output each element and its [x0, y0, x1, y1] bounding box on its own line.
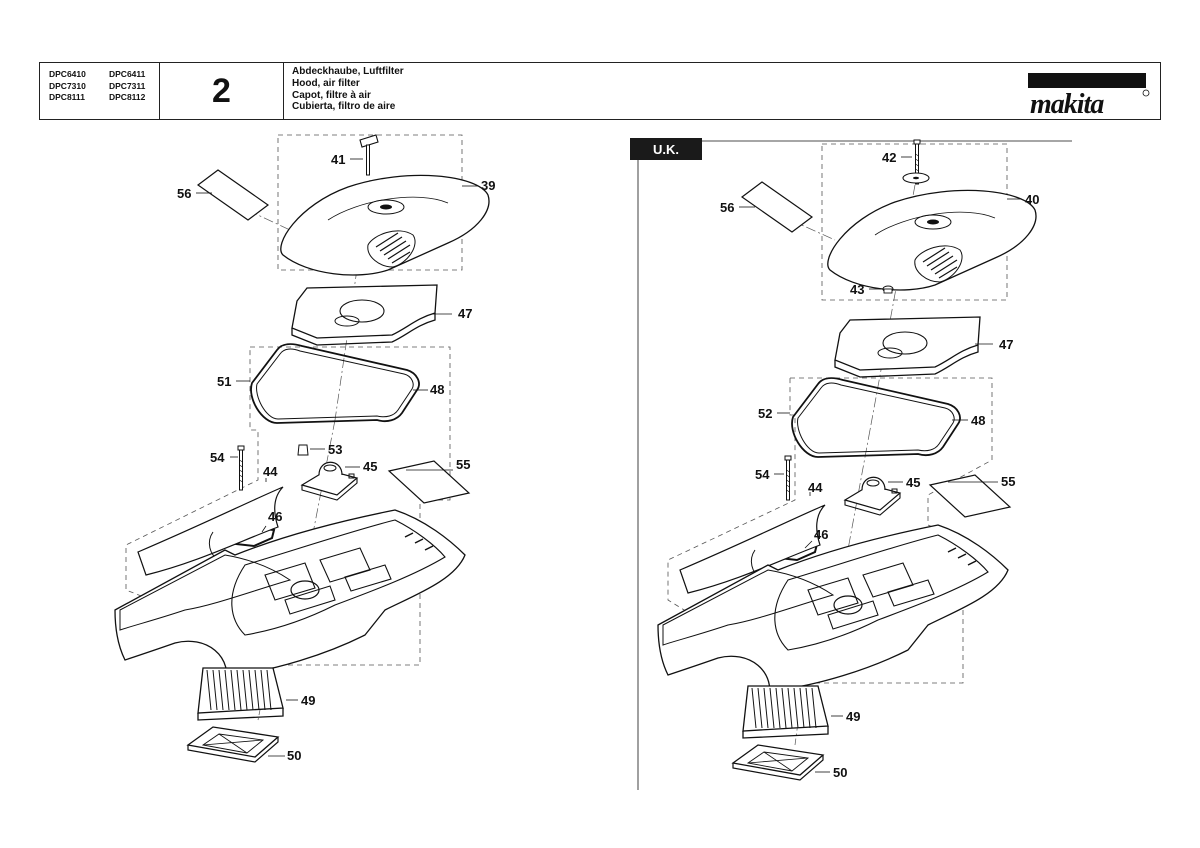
title-english: Hood, air filter: [292, 77, 360, 89]
mount-plate: [844, 476, 901, 516]
leader-lines: [739, 156, 1022, 773]
title-french: Capot, filtre à air: [292, 89, 371, 101]
section-titles: Abdeckhaube, Luftfilter Hood, air filter…: [284, 63, 1016, 119]
callout-label: 40: [1025, 192, 1039, 207]
callout-label: 51: [217, 374, 231, 389]
title-spanish: Cubierta, filtro de aire: [292, 101, 396, 113]
model-code: DPC7311: [109, 80, 146, 91]
label-sheet: [197, 169, 269, 221]
callout-labels: 42 40 56 43 47 52 48 54 44 45 55 46 49 5…: [720, 150, 1039, 780]
callout-label: 52: [758, 406, 772, 421]
callout-label: 50: [287, 748, 301, 763]
callout-label: 56: [177, 186, 191, 201]
callout-label: 55: [456, 457, 470, 472]
svg-text:makita: makita: [1030, 89, 1104, 117]
nut-part: [882, 285, 894, 294]
callout-label: 49: [301, 693, 315, 708]
callout-label: 48: [430, 382, 444, 397]
air-filter-element: [742, 685, 829, 739]
hood-part: [280, 174, 490, 276]
callout-label: 54: [210, 450, 225, 465]
washer-part: [902, 172, 930, 184]
uk-tag-label: U.K.: [653, 142, 679, 157]
page-number: 2: [160, 63, 284, 119]
hood-part: [827, 189, 1037, 291]
foam-filter-pad: [291, 284, 438, 346]
callout-label: 55: [1001, 474, 1015, 489]
filter-grid: [187, 726, 279, 763]
model-column-2: DPC6411 DPC7311 DPC8112: [109, 69, 145, 104]
callout-label: 46: [268, 509, 282, 524]
callout-label: 47: [999, 337, 1013, 352]
callout-label: 44: [263, 464, 278, 479]
model-code: DPC6410: [49, 69, 86, 79]
left-exploded-view: 41 39 56 47 51 48 54 53 44 45 55 46 49 5…: [114, 134, 495, 763]
filter-grid: [732, 744, 824, 781]
model-code: DPC8111: [49, 92, 85, 102]
clip-part: [297, 444, 309, 456]
air-filter-element: [197, 667, 284, 721]
callout-label: 56: [720, 200, 734, 215]
foam-filter-pad: [834, 316, 981, 378]
model-list: DPC6410 DPC7310 DPC8111 DPC6411 DPC7311 …: [40, 63, 160, 119]
callout-label: 45: [363, 459, 377, 474]
right-exploded-view-uk: U.K.: [630, 138, 1072, 790]
callout-label: 39: [481, 178, 495, 193]
gasket-seal: [791, 377, 961, 458]
model-column-1: DPC6410 DPC7310 DPC8111: [49, 69, 86, 104]
gasket-seal: [250, 343, 420, 424]
callout-label: 47: [458, 306, 472, 321]
filter-housing-base: [657, 524, 1009, 706]
callout-label: 54: [755, 467, 770, 482]
uk-variant-tag: U.K.: [630, 138, 702, 160]
cover-sheet: [929, 474, 1011, 518]
callout-label: 43: [850, 282, 864, 297]
bolt-part: [784, 455, 792, 501]
callout-label: 41: [331, 152, 345, 167]
callout-label: 48: [971, 413, 985, 428]
callout-label: 44: [808, 480, 823, 495]
makita-logo: makita: [1028, 73, 1150, 117]
header-block: DPC6410 DPC7310 DPC8111 DPC6411 DPC7311 …: [39, 62, 1161, 120]
callout-label: 45: [906, 475, 920, 490]
callout-labels: 41 39 56 47 51 48 54 53 44 45 55 46 49 5…: [177, 152, 495, 763]
callout-label: 49: [846, 709, 860, 724]
model-code: DPC7310: [49, 80, 86, 91]
title-german: Abdeckhaube, Luftfilter: [292, 66, 404, 77]
callout-label: 53: [328, 442, 342, 457]
model-code: DPC6411: [109, 69, 146, 79]
hood-assembly-boundary: [821, 143, 1008, 301]
leader-lines: [196, 158, 478, 757]
model-code: DPC8112: [109, 92, 146, 102]
callout-label: 50: [833, 765, 847, 780]
bolt-part: [237, 445, 245, 491]
callout-label: 46: [814, 527, 828, 542]
knob-screw: [359, 134, 379, 176]
filter-housing-base: [114, 509, 466, 691]
callout-label: 42: [882, 150, 896, 165]
mount-plate: [301, 461, 358, 501]
hood-assembly-boundary: [277, 134, 463, 271]
